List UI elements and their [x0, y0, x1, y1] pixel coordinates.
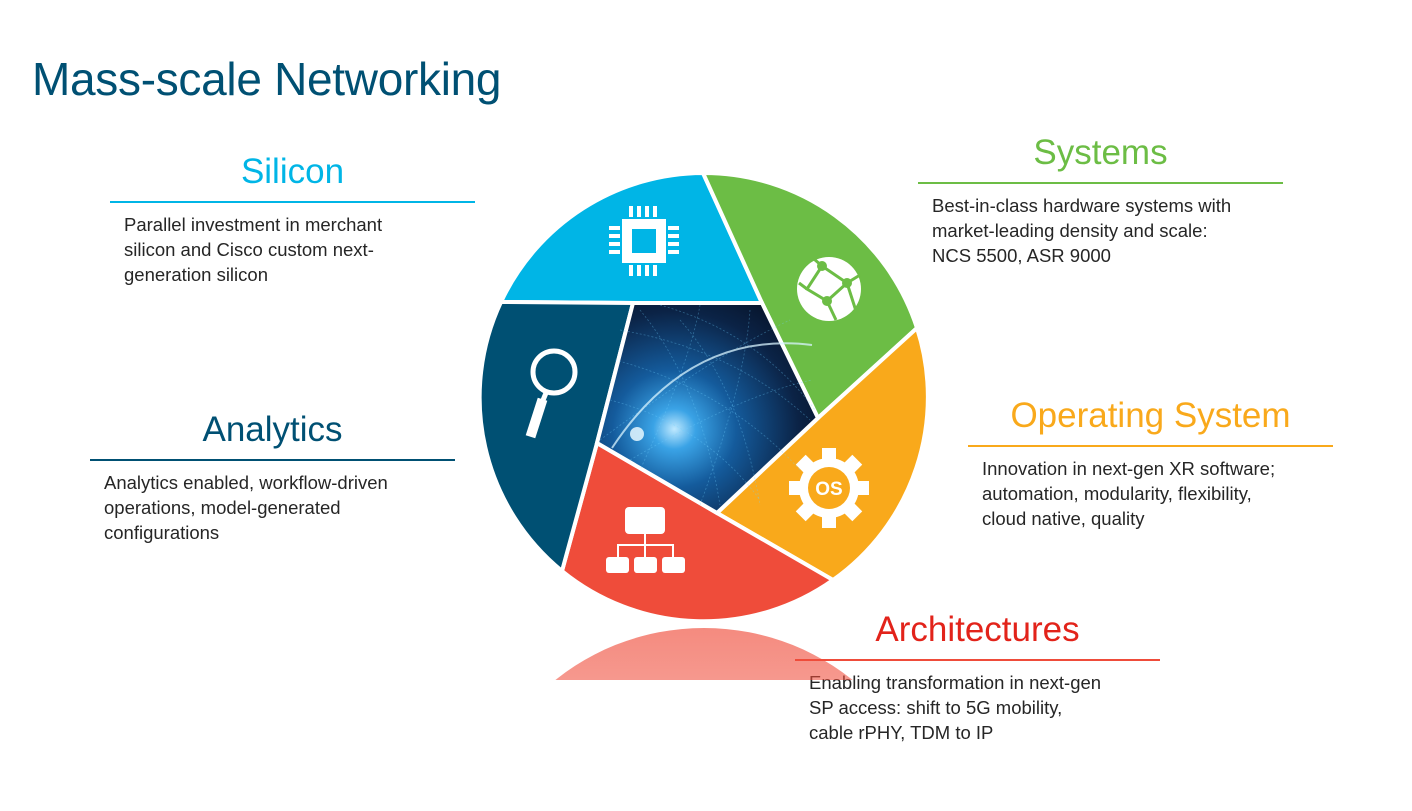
architectures-heading: Architectures [875, 610, 1080, 649]
desc-line: cable rPHY, TDM to IP [809, 722, 994, 743]
chip-icon [609, 206, 679, 276]
analytics-description: Analytics enabled, workflow-driven opera… [90, 470, 455, 545]
silicon-divider [110, 201, 475, 203]
os-block: Operating System Innovation in next-gen … [968, 396, 1333, 531]
earth-network-line [619, 329, 811, 421]
wheel-reflection [555, 628, 853, 680]
earth-network-line [614, 359, 801, 471]
desc-line: Enabling transformation in next-gen [809, 672, 1102, 693]
systems-description: Best-in-class hardware systems with mark… [918, 193, 1283, 268]
desc-line: Parallel investment in merchant [124, 214, 383, 235]
architectures-description: Enabling transformation in next-gen SP a… [795, 670, 1160, 745]
center-earth-image [594, 301, 821, 516]
os-icon-label: OS [815, 479, 842, 500]
earth-network-line [609, 399, 761, 501]
systems-divider [918, 182, 1283, 184]
desc-line: silicon and Cisco custom next- [124, 239, 374, 260]
page-title: Mass-scale Networking [32, 53, 502, 105]
analytics-block: Analytics Analytics enabled, workflow-dr… [90, 410, 455, 545]
architectures-block: Architectures Enabling transformation in… [795, 610, 1160, 745]
desc-line: market-leading density and scale: [932, 220, 1208, 241]
hierarchy-icon [606, 507, 685, 573]
desc-line: cloud native, quality [982, 508, 1145, 529]
analytics-divider [90, 459, 455, 461]
desc-line: Innovation in next-gen XR software; [982, 458, 1276, 479]
earth-network-line [629, 379, 813, 461]
architectures-divider [795, 659, 1160, 661]
desc-line: configurations [104, 522, 220, 543]
segment-architectures [559, 439, 837, 624]
desc-line: generation silicon [124, 264, 268, 285]
desc-line: automation, modularity, flexibility, [982, 483, 1252, 504]
gear-os-icon: OS [789, 448, 869, 528]
os-description: Innovation in next-gen XR software; auto… [968, 456, 1333, 531]
silicon-heading: Silicon [240, 152, 345, 191]
analytics-heading: Analytics [202, 410, 343, 449]
silicon-block: Silicon Parallel investment in merchant … [110, 152, 475, 287]
desc-line: Analytics enabled, workflow-driven [104, 472, 388, 493]
silicon-description: Parallel investment in merchant silicon … [110, 212, 475, 287]
desc-line: SP access: shift to 5G mobility, [809, 697, 1063, 718]
desc-line: NCS 5500, ASR 9000 [932, 245, 1111, 266]
os-heading: Operating System [1010, 396, 1291, 435]
systems-block: Systems Best-in-class hardware systems w… [918, 133, 1283, 268]
desc-line: Best-in-class hardware systems with [932, 195, 1232, 216]
network-globe-icon [797, 257, 861, 321]
magnifier-icon [525, 348, 578, 439]
os-divider [968, 445, 1333, 447]
desc-line: operations, model-generated [104, 497, 341, 518]
earth-network-line [659, 304, 816, 411]
systems-heading: Systems [1033, 133, 1168, 172]
segment-analytics [477, 299, 636, 575]
